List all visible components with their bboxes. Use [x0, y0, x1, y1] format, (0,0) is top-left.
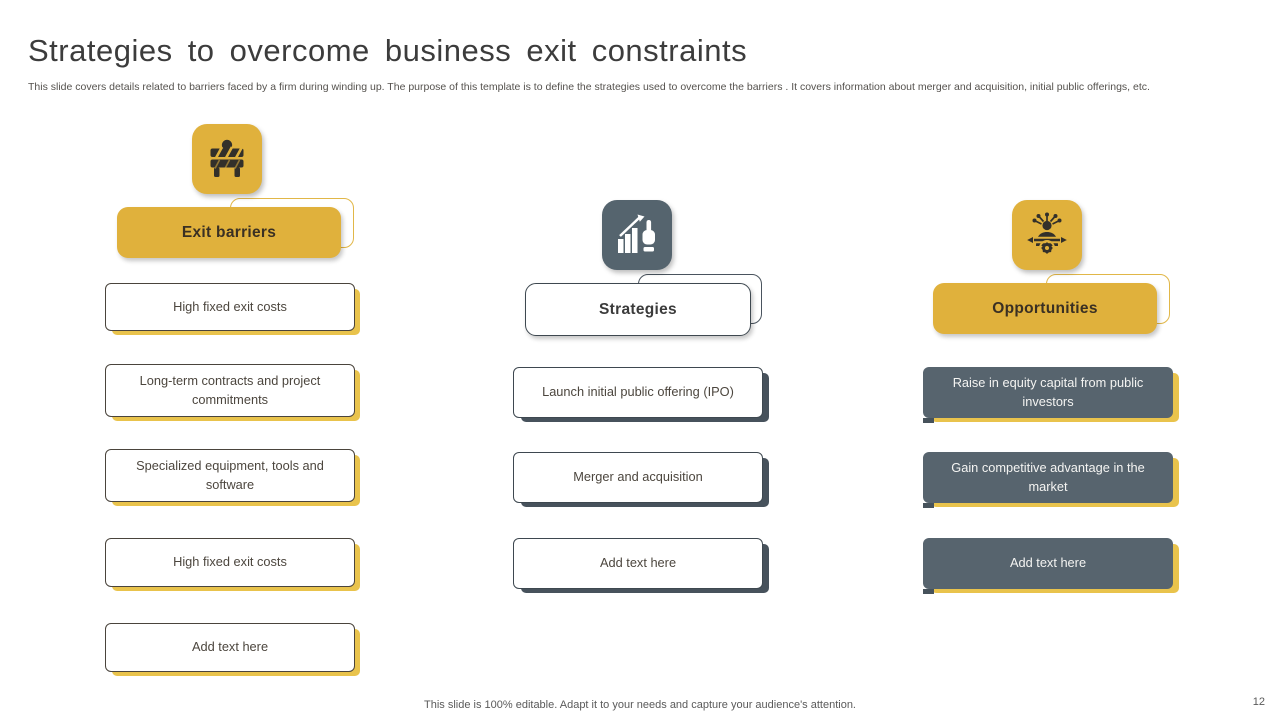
list-item[interactable]: Add text here: [923, 538, 1173, 594]
list-item-label: Launch initial public offering (IPO): [542, 384, 734, 400]
column-title: Strategies: [599, 300, 677, 318]
list-item-label: Add text here: [1009, 555, 1087, 571]
list-item[interactable]: Merger and acquisition: [513, 452, 763, 503]
list-item-label: Add text here: [599, 555, 677, 571]
column-header-strategies[interactable]: Strategies: [525, 283, 751, 336]
list-item[interactable]: High fixed exit costs: [105, 538, 355, 587]
list-item[interactable]: Long-term contracts and project commitme…: [105, 364, 355, 417]
list-item-label: High fixed exit costs: [173, 298, 287, 314]
list-item-label: Gain competitive advantage in the market: [951, 459, 1145, 494]
list-item[interactable]: High fixed exit costs: [105, 283, 355, 331]
list-item-label: Merger and acquisition: [573, 469, 703, 485]
list-item-label: High fixed exit costs: [173, 554, 287, 570]
slide-description: This slide covers details related to bar…: [28, 80, 1150, 93]
list-item[interactable]: Specialized equipment, tools and softwar…: [105, 449, 355, 502]
list-item-label: Add text here: [191, 639, 269, 655]
list-item[interactable]: Add text here: [105, 623, 355, 672]
column-header-opportunities[interactable]: Opportunities: [933, 283, 1157, 334]
column-title: Opportunities: [992, 299, 1098, 317]
list-item-label: Specialized equipment, tools and softwar…: [136, 457, 324, 492]
list-item-label: Raise in equity capital from public inve…: [952, 374, 1144, 409]
road-barrier-icon: [192, 124, 262, 194]
list-item[interactable]: Gain competitive advantage in the market: [923, 452, 1173, 508]
list-item-label: Long-term contracts and project commitme…: [139, 372, 321, 407]
person-ideas-gear-icon: [1012, 200, 1082, 270]
page-number: 12: [1252, 696, 1265, 708]
list-item[interactable]: Add text here: [513, 538, 763, 589]
list-item[interactable]: Launch initial public offering (IPO): [513, 367, 763, 418]
page-title: Strategies to overcome business exit con…: [28, 32, 748, 68]
growth-chart-hand-icon: [602, 200, 672, 270]
list-item[interactable]: Raise in equity capital from public inve…: [923, 367, 1173, 423]
column-title: Exit barriers: [181, 223, 277, 241]
column-header-exit-barriers[interactable]: Exit barriers: [117, 207, 341, 258]
footer-note: This slide is 100% editable. Adapt it to…: [424, 699, 856, 711]
